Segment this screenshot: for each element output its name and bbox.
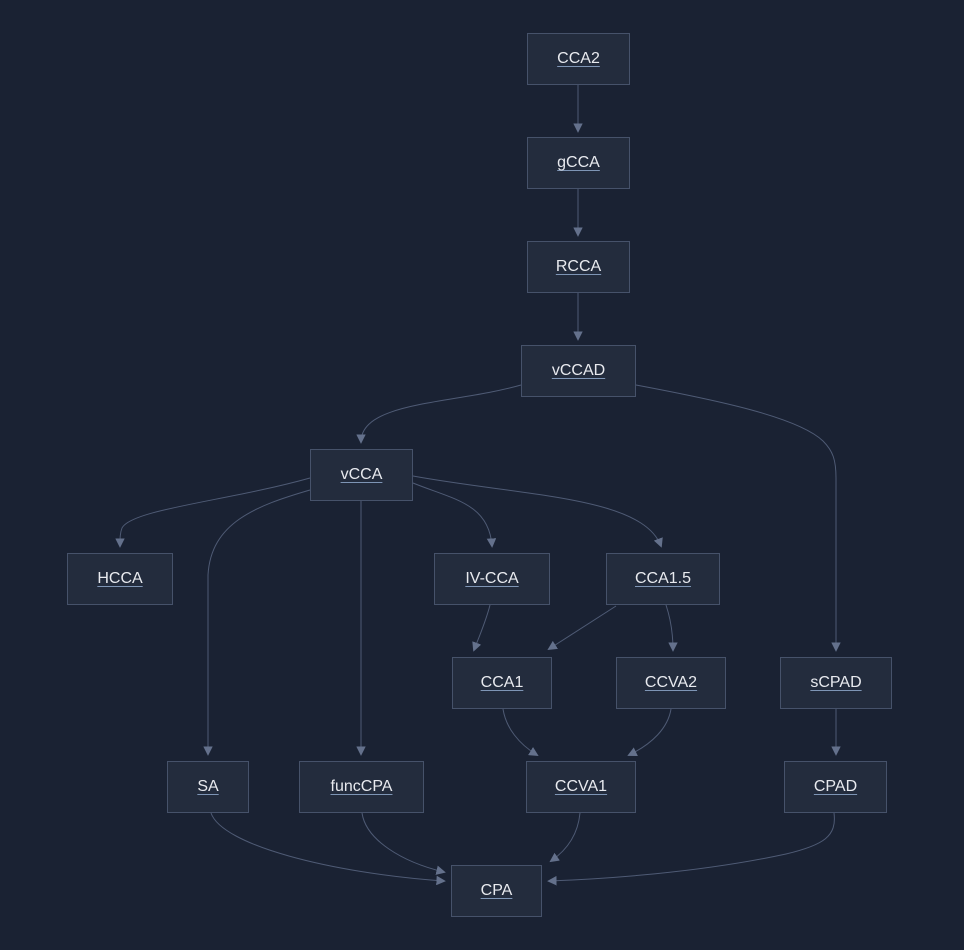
node-label-cca1: CCA1 — [480, 674, 524, 691]
node-iv-cca[interactable]: IV-CCA — [434, 553, 550, 605]
node-ccva2[interactable]: CCVA2 — [616, 657, 726, 709]
edge-vccad-to-vcca — [356, 384, 522, 444]
node-cpa[interactable]: CPA — [451, 865, 542, 917]
edge-vccad-to-scpad — [635, 384, 841, 652]
edge-iv-cca-to-cca1 — [472, 604, 491, 652]
node-rcca[interactable]: RCCA — [527, 241, 630, 293]
edge-sa-to-cpa — [210, 812, 446, 886]
node-label-iv-cca: IV-CCA — [465, 570, 519, 587]
node-vccad[interactable]: vCCAD — [521, 345, 636, 397]
node-vcca[interactable]: vCCA — [310, 449, 413, 501]
node-label-cca1.5: CCA1.5 — [634, 570, 692, 587]
node-cca1.5[interactable]: CCA1.5 — [606, 553, 720, 605]
node-cca2[interactable]: CCA2 — [527, 33, 630, 85]
node-label-gcca: gCCA — [557, 154, 600, 171]
node-label-ccva2: CCVA2 — [644, 674, 698, 691]
node-hcca[interactable]: HCCA — [67, 553, 173, 605]
edge-vcca-to-iv-cca — [412, 482, 497, 548]
node-sa[interactable]: SA — [167, 761, 249, 813]
edge-vcca-to-sa — [203, 489, 311, 756]
node-funccpa[interactable]: funcCPA — [299, 761, 424, 813]
node-label-rcca: RCCA — [555, 258, 602, 275]
edge-cpad-to-cpa — [547, 812, 835, 886]
edge-cca1.5-to-cca1 — [547, 605, 617, 651]
node-ccva1[interactable]: CCVA1 — [526, 761, 636, 813]
edge-ccva2-to-ccva1 — [627, 708, 672, 757]
node-label-ccva1: CCVA1 — [554, 778, 608, 795]
edge-cca1-to-ccva1 — [502, 708, 539, 756]
node-cca1[interactable]: CCA1 — [452, 657, 552, 709]
edge-vcca-to-cca1.5 — [412, 475, 663, 548]
node-label-cpad: CPAD — [813, 778, 858, 795]
node-label-scpad: sCPAD — [810, 674, 862, 691]
node-label-hcca: HCCA — [97, 570, 143, 587]
node-label-sa: SA — [197, 778, 219, 795]
node-cpad[interactable]: CPAD — [784, 761, 887, 813]
edge-ccva1-to-cpa — [549, 812, 581, 863]
node-label-vcca: vCCA — [340, 466, 383, 483]
edge-cca1.5-to-ccva2 — [665, 604, 678, 652]
edge-vcca-to-hcca — [115, 477, 311, 548]
node-label-cpa: CPA — [480, 882, 513, 899]
edge-funccpa-to-cpa — [361, 812, 446, 875]
node-label-funccpa: funcCPA — [330, 778, 393, 795]
node-label-cca2: CCA2 — [557, 50, 600, 67]
node-label-vccad: vCCAD — [551, 362, 606, 379]
node-scpad[interactable]: sCPAD — [780, 657, 892, 709]
node-gcca[interactable]: gCCA — [527, 137, 630, 189]
